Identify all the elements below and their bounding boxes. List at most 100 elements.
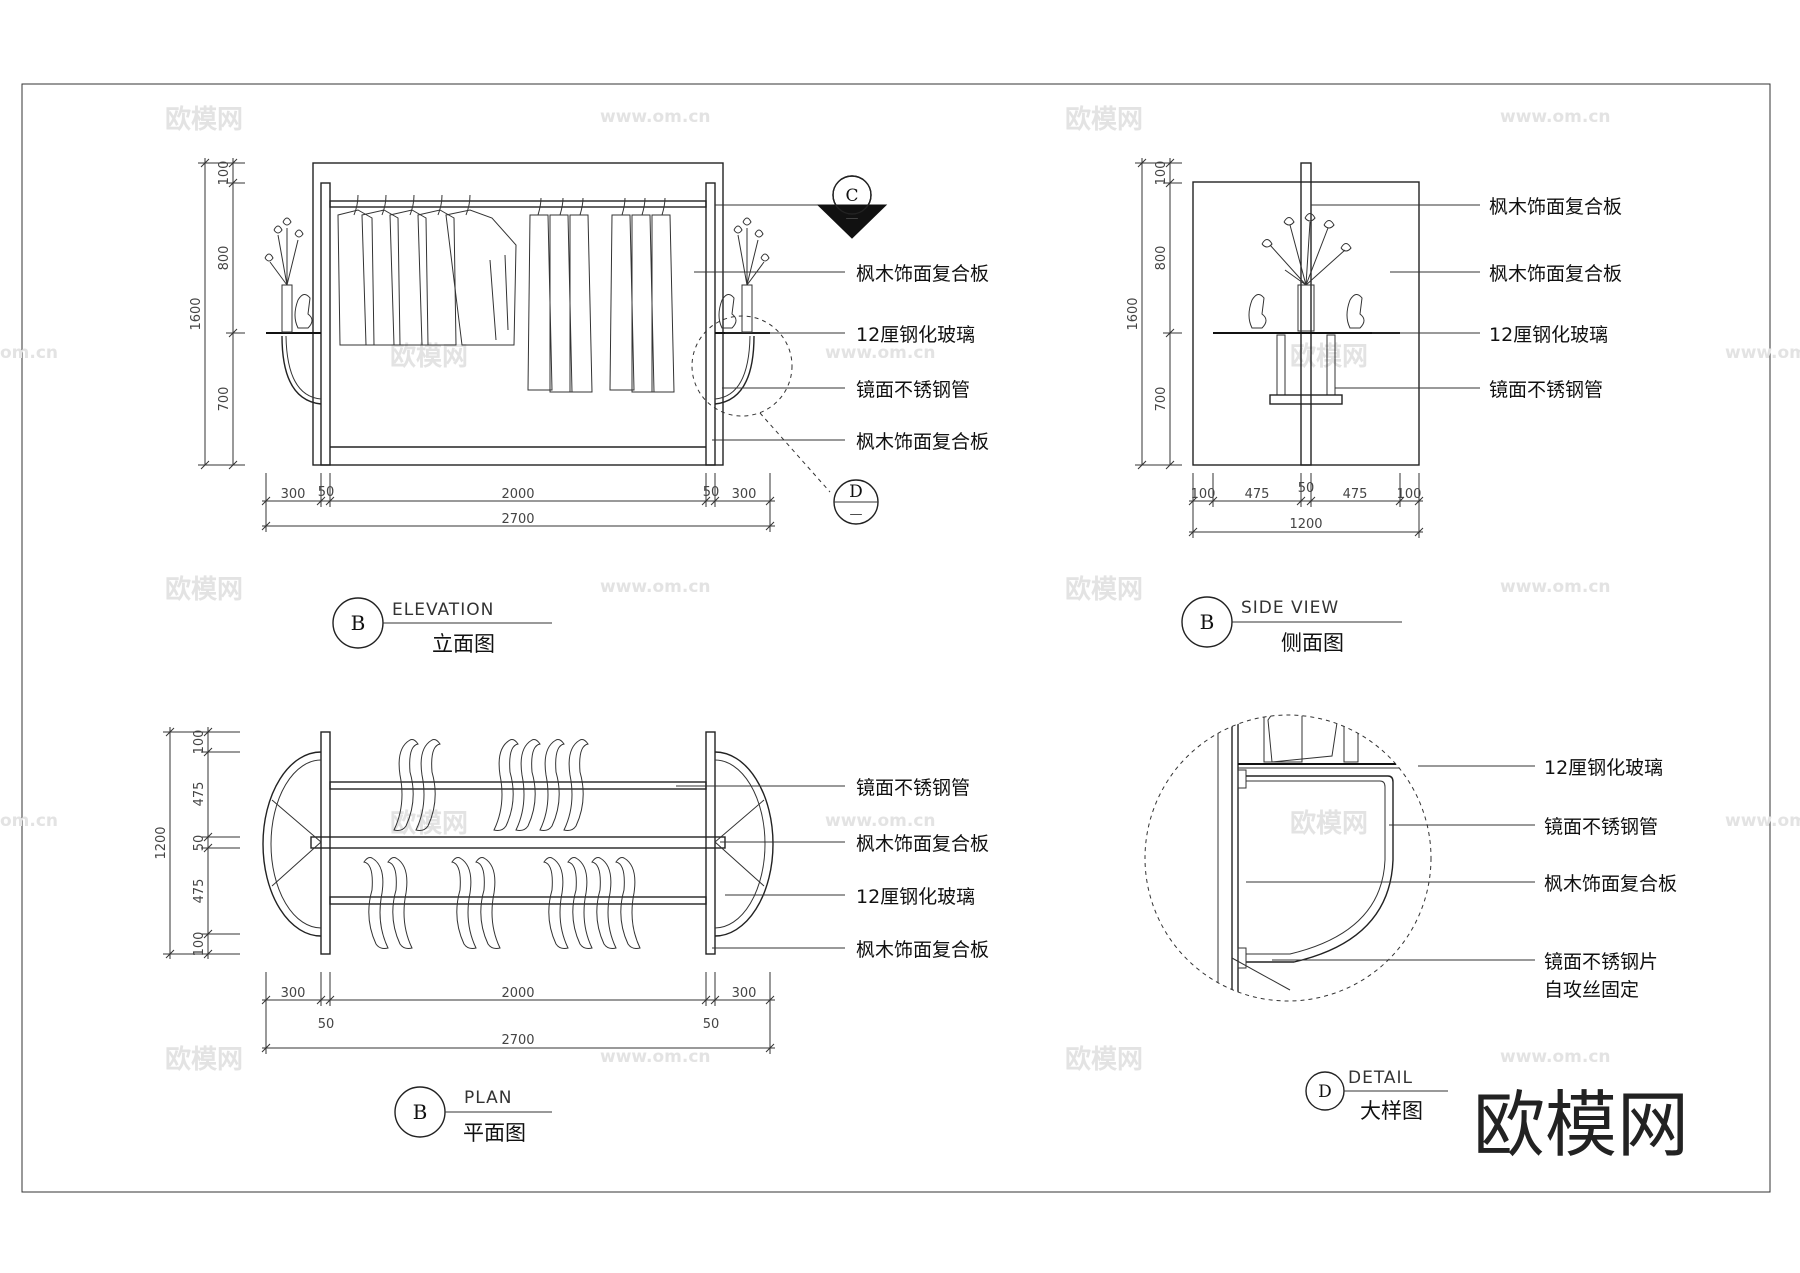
- side-bracket-base: [1269, 394, 1343, 405]
- vase-body: [741, 284, 753, 333]
- side-vertical-dimensions: [1135, 158, 1182, 470]
- elevation-label-steel-tube: 镜面不锈钢管: [856, 379, 970, 401]
- side-backboard: [1192, 181, 1420, 466]
- detail-leaders: [1246, 765, 1535, 961]
- watermark-url: www.om.cn: [600, 107, 711, 127]
- plan-leaders: [676, 785, 845, 949]
- elevation-dim-h: 300: [732, 487, 757, 502]
- hanger-shape: [615, 857, 641, 949]
- view-title-cn: 大样图: [1360, 1099, 1423, 1123]
- trouser-shape: [609, 214, 635, 391]
- elevation-hanging-rail: [329, 200, 707, 208]
- plan-dim-v: 100: [192, 730, 207, 755]
- elevation-bracket-right-inner: [714, 335, 751, 400]
- view-title-cn: 侧面图: [1281, 631, 1344, 655]
- elevation-bracket-right: [714, 335, 755, 405]
- elevation-bracket-left: [281, 335, 322, 405]
- hanger-shape: [475, 857, 501, 949]
- hanger-shape: [515, 739, 541, 831]
- detail-d-letter: D: [849, 482, 863, 502]
- elevation-dim-v: 700: [217, 387, 232, 412]
- side-dim-v: 100: [1154, 161, 1169, 186]
- plan-dim-v: 475: [192, 782, 207, 807]
- section-c-letter: C: [845, 186, 858, 206]
- hanger-shape: [363, 857, 389, 949]
- watermark-url: www.om.cn: [825, 343, 936, 363]
- trouser-shape: [569, 214, 593, 393]
- plan-view: 镜面不锈钢管 枫木饰面复合板 12厘钢化玻璃 枫木饰面复合板 100 475 5…: [154, 727, 989, 1145]
- elevation-vase-left: [264, 217, 313, 333]
- jacket-shape: [417, 209, 457, 346]
- hanger-shape: [415, 739, 441, 831]
- detail-view: 12厘钢化玻璃 镜面不锈钢管 枫木饰面复合板 镜面不锈钢片 自攻丝固定 D DE…: [1144, 714, 1677, 1123]
- side-dim-v: 700: [1154, 387, 1169, 412]
- watermark-brand: 欧模网: [165, 104, 243, 135]
- view-title-cn: 平面图: [463, 1121, 526, 1145]
- hanger-shape: [493, 739, 519, 831]
- plan-label-maple-panel: 枫木饰面复合板: [856, 833, 989, 855]
- detail-panel-face: [1231, 715, 1239, 1001]
- elevation-dim-h: 50: [318, 485, 335, 500]
- view-title-en: SIDE VIEW: [1241, 598, 1339, 618]
- hanger-shape: [539, 739, 565, 831]
- elevation-dim-h: 2000: [501, 487, 534, 502]
- plan-shelf-left-brace: [271, 799, 322, 887]
- trouser-shape: [631, 214, 655, 393]
- watermark-brand: 欧模网: [1290, 808, 1368, 839]
- jacket-shape: [361, 209, 401, 346]
- flower-stems: [737, 228, 765, 286]
- plan-round-shelf-left: [262, 751, 322, 937]
- elevation-label-maple-panel-2: 枫木饰面复合板: [856, 431, 989, 453]
- flower-heads: [1261, 213, 1352, 252]
- plan-rail-bottom: [329, 896, 707, 905]
- side-label-maple-panel-2: 枫木饰面复合板: [1489, 263, 1622, 285]
- side-dim-h: 100: [1191, 487, 1216, 502]
- plan-dim-h: 50: [318, 1017, 335, 1032]
- hanger-shape: [393, 739, 419, 831]
- elevation-vertical-dimensions: [198, 158, 245, 470]
- plan-dim-h: 50: [703, 1017, 720, 1032]
- watermark-url: www.om.cn: [1500, 577, 1611, 597]
- trouser-shape: [651, 214, 675, 393]
- detail-callout-leader: [759, 412, 831, 493]
- side-bracket-left: [1276, 334, 1286, 396]
- ornament-figure: [294, 294, 313, 329]
- side-dim-h: 475: [1245, 487, 1270, 502]
- elevation-detail-callout-circle: [691, 315, 793, 417]
- side-dim-total: 1200: [1289, 517, 1322, 532]
- elevation-dim-v-total: 1600: [189, 297, 204, 330]
- detail-label-screw-fixing: 自攻丝固定: [1544, 979, 1639, 1001]
- elevation-label-maple-panel: 枫木饰面复合板: [856, 263, 989, 285]
- hanger-shape: [451, 857, 477, 949]
- watermark-brand: 欧模网: [165, 1044, 243, 1075]
- side-view: 枫木饰面复合板 枫木饰面复合板 12厘钢化玻璃 镜面不锈钢管 100 800 7…: [1126, 158, 1622, 655]
- side-center-post: [1300, 162, 1312, 466]
- elevation-post-right: [705, 182, 716, 466]
- view-title-en: DETAIL: [1348, 1068, 1413, 1088]
- watermark-url: www.om.cn: [1725, 811, 1800, 831]
- ornament-figure: [1248, 294, 1267, 329]
- plan-dim-h: 2000: [501, 986, 534, 1001]
- watermark-brand: 欧模网: [1065, 574, 1143, 605]
- elevation-label-tempered-glass: 12厘钢化玻璃: [856, 324, 975, 346]
- detail-label-steel-plate: 镜面不锈钢片: [1544, 951, 1658, 973]
- trouser-hangers: [537, 197, 666, 216]
- elevation-trousers: [527, 197, 675, 393]
- detail-label-steel-tube: 镜面不锈钢管: [1544, 816, 1658, 838]
- section-marker-arrow: [816, 204, 888, 239]
- elevation-jackets: [337, 194, 517, 346]
- watermark-brand: 欧模网: [390, 341, 468, 372]
- plan-post-right: [705, 731, 716, 955]
- trouser-shape: [527, 214, 553, 391]
- elevation-dim-h: 50: [703, 485, 720, 500]
- vase-body: [281, 284, 293, 333]
- plan-label-tempered-glass: 12厘钢化玻璃: [856, 886, 975, 908]
- detail-circle: [1144, 714, 1432, 1002]
- elevation-dim-h: 300: [281, 487, 306, 502]
- elevation-horizontal-dimensions: [261, 473, 775, 532]
- view-title-cn: 立面图: [432, 632, 495, 656]
- detail-vase-base: [1263, 715, 1303, 763]
- ornament-figure: [718, 294, 737, 329]
- plan-label-maple-panel-2: 枫木饰面复合板: [856, 939, 989, 961]
- watermark-url: www.om.cn: [600, 577, 711, 597]
